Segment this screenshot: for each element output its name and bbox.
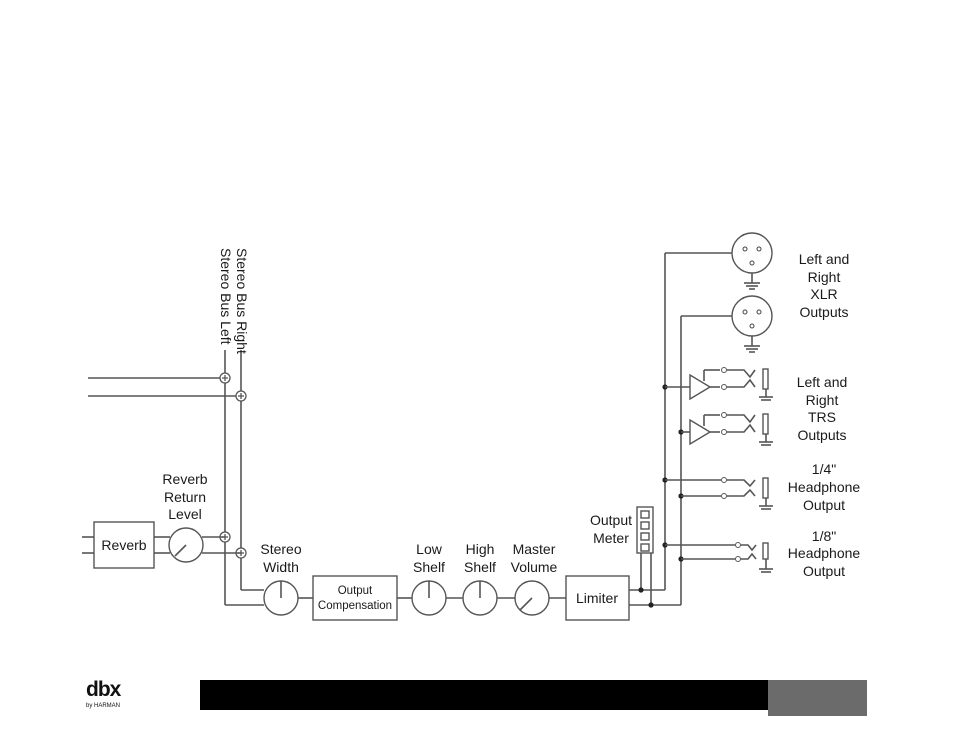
stereo-bus-left-label: Stereo Bus Left <box>218 248 234 345</box>
reverb-label: Reverb <box>101 537 146 553</box>
stereo-bus-right-label: Stereo Bus Right <box>234 248 250 354</box>
limiter-label: Limiter <box>576 590 618 606</box>
logo-brand: dbx <box>86 678 120 702</box>
xlr-connectors <box>732 233 772 352</box>
output-distribution <box>629 253 733 608</box>
output-compensation-box <box>313 576 397 620</box>
logo-sub: by HARMAN <box>86 703 120 709</box>
main-signal-chain <box>225 576 629 620</box>
dbx-logo: dbx by HARMAN <box>86 684 136 712</box>
footer-page-box <box>768 680 867 716</box>
footer-bar <box>200 680 768 710</box>
summing-junctions <box>220 373 246 558</box>
